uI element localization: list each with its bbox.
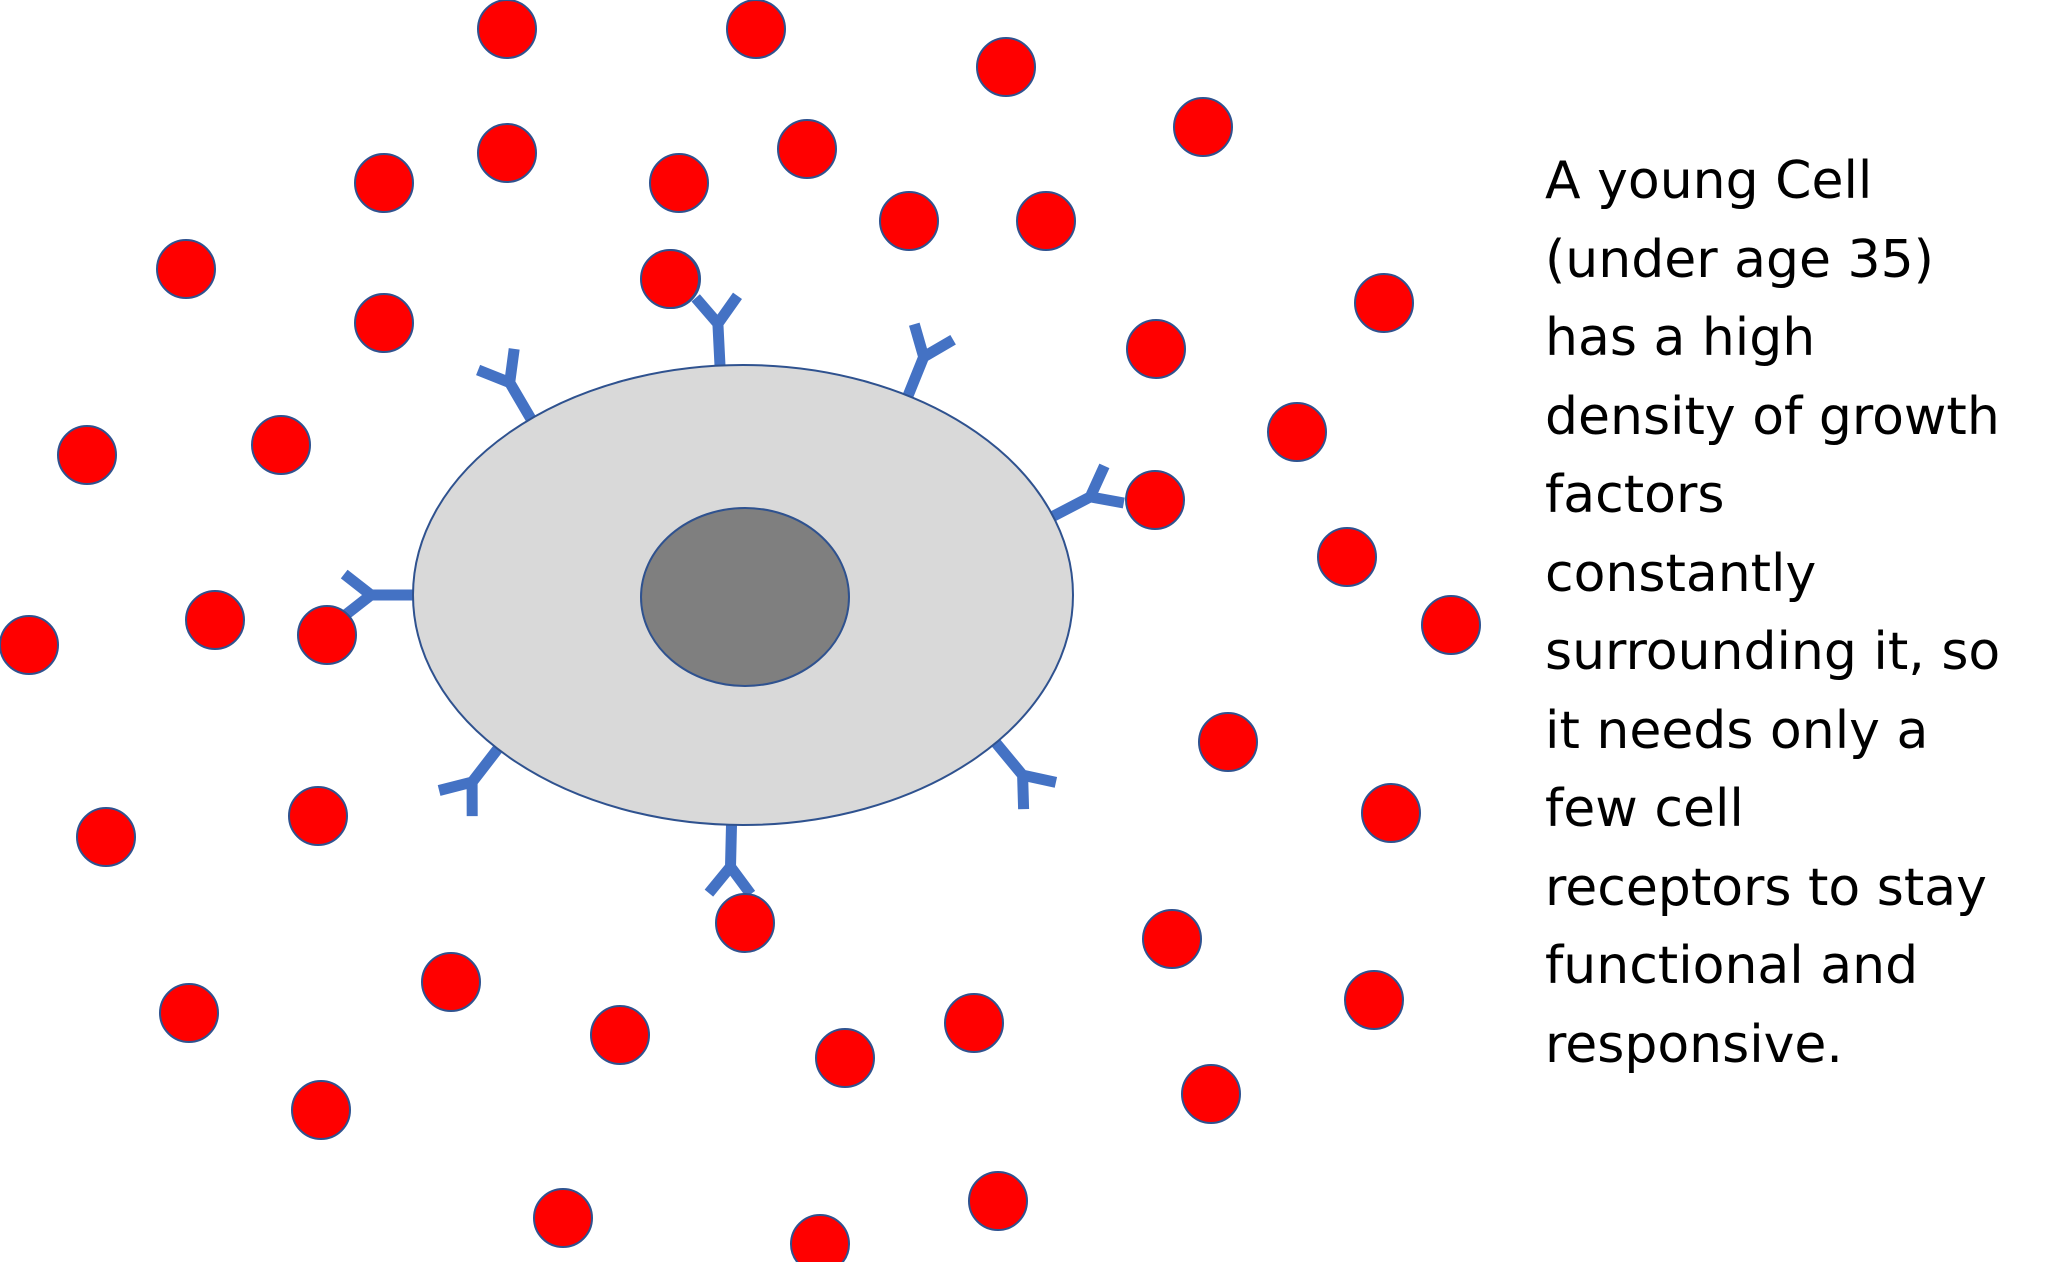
- growth-factor-dot: [649, 153, 709, 213]
- caption-line: receptors to stay: [1545, 857, 1987, 918]
- growth-factor-dot: [976, 37, 1036, 97]
- growth-factors-front: [297, 249, 1185, 953]
- caption-line: surrounding it, so: [1545, 622, 2001, 682]
- receptor: [340, 569, 413, 621]
- growth-factor-dot: [1173, 97, 1233, 157]
- receptor: [691, 292, 742, 366]
- caption-text: A young Cell (under age 35) has a high d…: [1545, 142, 2045, 1084]
- growth-factor-dot: [1344, 970, 1404, 1030]
- cell-receptors: [340, 292, 1125, 898]
- growth-factor-dot: [944, 993, 1004, 1053]
- growth-factor-dot: [156, 239, 216, 299]
- growth-factor-dot: [1181, 1064, 1241, 1124]
- growth-factor-dot: [777, 119, 837, 179]
- growth-factor-dot: [1361, 783, 1421, 843]
- growth-factor-dot: [1016, 191, 1076, 251]
- growth-factor-dot: [477, 0, 537, 59]
- caption-line: (under age 35): [1545, 229, 1934, 290]
- caption-line: few cell: [1545, 779, 1744, 839]
- growth-factor-dot: [185, 590, 245, 650]
- growth-factor-dot: [879, 191, 939, 251]
- growth-factor-dot: [968, 1171, 1028, 1231]
- caption-line: constantly: [1545, 543, 1817, 604]
- cell-nucleus: [640, 507, 850, 687]
- caption-line: density of growth: [1545, 386, 2000, 447]
- growth-factor-dot: [0, 615, 59, 675]
- growth-factor-dot: [1126, 319, 1186, 379]
- caption-line: has a high: [1545, 308, 1816, 368]
- caption-line: responsive.: [1545, 1014, 1843, 1075]
- growth-factor-dot: [533, 1188, 593, 1248]
- growth-factor-dot: [590, 1005, 650, 1065]
- receptor: [902, 322, 956, 398]
- growth-factor-dot: [1142, 909, 1202, 969]
- growth-factor-dot: [421, 952, 481, 1012]
- growth-factor-dot: [288, 786, 348, 846]
- growth-factor-dot: [291, 1080, 351, 1140]
- growth-factor-dot: [815, 1028, 875, 1088]
- receptor: [991, 739, 1058, 810]
- caption-line: it needs only a: [1545, 700, 1929, 761]
- growth-factor-dot: [1198, 712, 1258, 772]
- growth-factor-dot: [297, 605, 357, 665]
- receptor: [704, 824, 756, 898]
- growth-factor-dot: [57, 425, 117, 485]
- caption-line: A young Cell: [1545, 151, 1873, 211]
- caption-line: functional and: [1545, 936, 1919, 996]
- growth-factor-dot: [790, 1214, 850, 1262]
- growth-factor-dot: [354, 153, 414, 213]
- growth-factor-dot: [354, 293, 414, 353]
- growth-factor-dot: [640, 249, 700, 309]
- growth-factor-dot: [1267, 402, 1327, 462]
- receptor: [476, 348, 536, 422]
- receptor: [1050, 463, 1125, 522]
- growth-factor-dot: [251, 415, 311, 475]
- growth-factors-back: [0, 0, 1481, 1262]
- growth-factor-dot: [1125, 470, 1185, 530]
- growth-factor-dot: [159, 983, 219, 1043]
- caption-line: factors: [1545, 465, 1725, 525]
- growth-factor-dot: [1421, 595, 1481, 655]
- growth-factor-dot: [1317, 527, 1377, 587]
- growth-factor-dot: [477, 123, 537, 183]
- receptor: [437, 745, 503, 817]
- growth-factor-dot: [715, 893, 775, 953]
- growth-factor-dot: [726, 0, 786, 59]
- growth-factor-dot: [76, 807, 136, 867]
- growth-factor-dot: [1354, 273, 1414, 333]
